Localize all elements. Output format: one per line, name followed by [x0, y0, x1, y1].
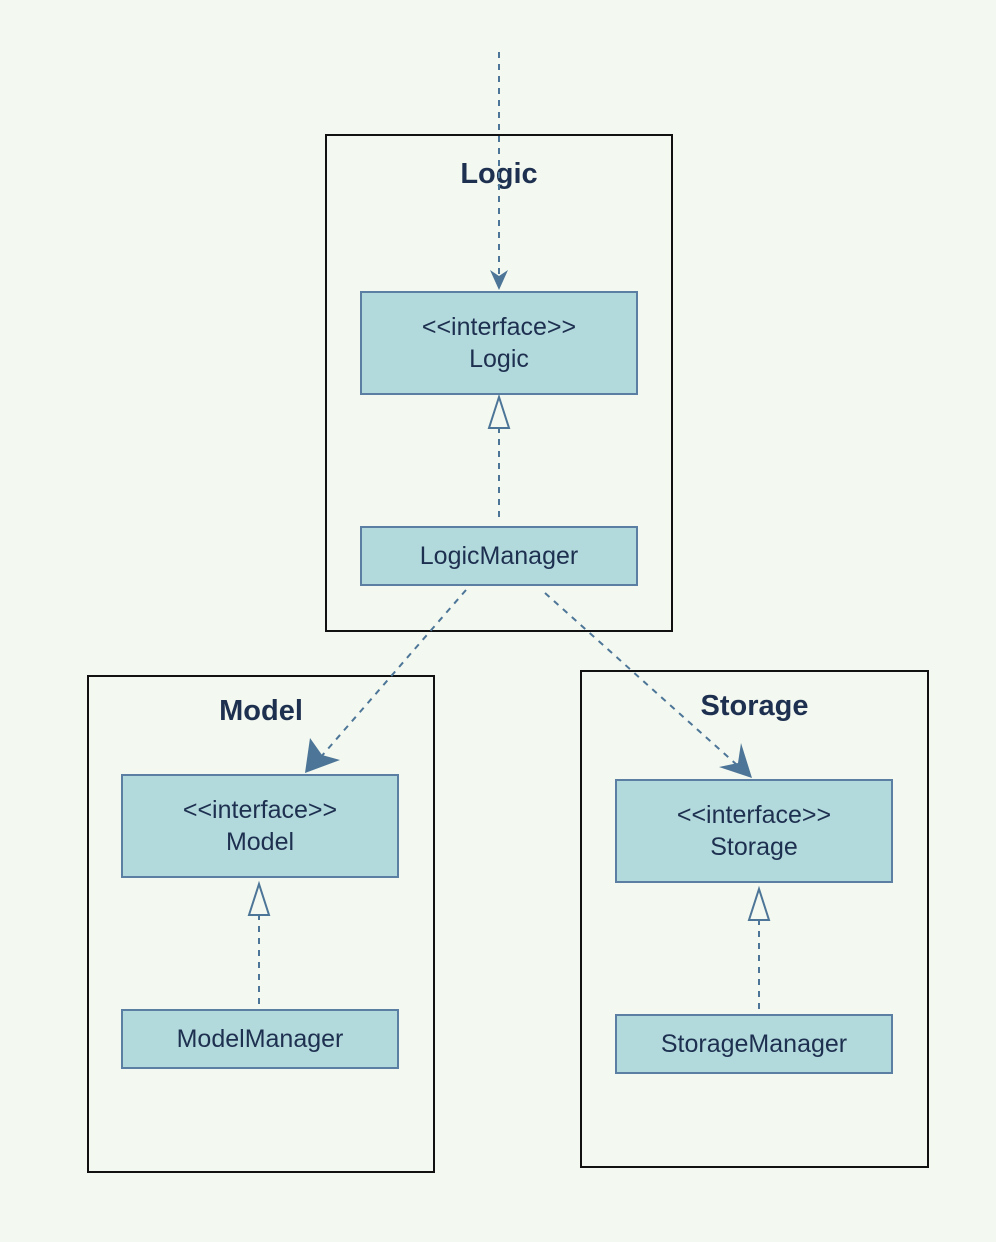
storage-realization-triangle-icon	[747, 885, 771, 921]
class-logic-interface: <<interface>> Logic	[360, 291, 638, 395]
entry-arrowhead-icon	[490, 270, 508, 290]
logic-to-model-arrowhead-icon	[305, 738, 340, 773]
class-storage-stereotype: <<interface>>	[676, 801, 832, 829]
model-realization-triangle-icon	[247, 880, 271, 916]
logic-to-storage-dependency-line	[544, 592, 738, 766]
class-model-stereotype: <<interface>>	[182, 796, 338, 824]
class-logic-stereotype: <<interface>>	[421, 313, 577, 341]
class-model-interface: <<interface>> Model	[121, 774, 399, 878]
class-logic-manager: LogicManager	[360, 526, 638, 586]
class-model-manager-name: ModelManager	[176, 1025, 344, 1053]
class-model-manager: ModelManager	[121, 1009, 399, 1069]
logic-to-model-dependency-line	[319, 589, 467, 759]
package-model-title: Model	[219, 695, 303, 727]
logic-realization-triangle-icon	[487, 393, 511, 429]
class-storage-manager-name: StorageManager	[660, 1030, 848, 1058]
logic-to-storage-arrowhead-icon	[719, 743, 752, 778]
package-storage: Storage	[580, 670, 929, 1168]
class-logic-manager-name: LogicManager	[419, 542, 579, 570]
package-storage-title: Storage	[700, 690, 809, 722]
class-storage-manager: StorageManager	[615, 1014, 893, 1074]
class-storage-name: Storage	[710, 833, 798, 861]
package-model: Model	[87, 675, 435, 1173]
class-model-name: Model	[225, 828, 295, 856]
class-logic-name: Logic	[469, 345, 529, 373]
class-storage-interface: <<interface>> Storage	[615, 779, 893, 883]
